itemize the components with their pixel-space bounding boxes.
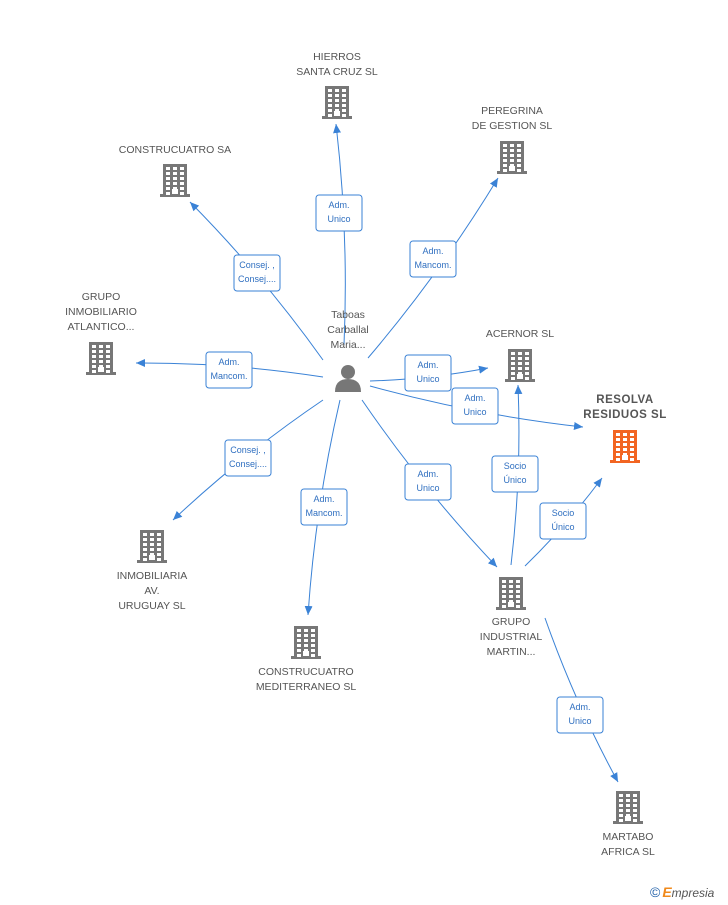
edge-label-person-to-construcuatro-med[interactable]: Adm. Mancom. (300, 488, 348, 526)
node-label-line: RESOLVA (596, 394, 653, 406)
node-label-line: Maria... (330, 339, 365, 351)
company-node-peregrina[interactable]: PEREGRINA DE GESTION SL (472, 105, 553, 174)
company-node-resolva[interactable]: RESOLVA RESIDUOS SL (583, 394, 666, 463)
company-label-resolva: RESOLVA RESIDUOS SL (583, 394, 666, 421)
building-icon (160, 164, 190, 197)
company-label-inmobiliaria-uruguay: INMOBILIARIA AV. URUGUAY SL (117, 570, 188, 612)
company-label-construcuatro-med: CONSTRUCUATRO MEDITERRANEO SL (256, 666, 357, 693)
edge-label-text: Unico (327, 214, 350, 224)
company-node-grupo-inmobiliario[interactable]: GRUPO INMOBILIARIO ATLANTICO... (65, 291, 137, 375)
company-label-grupo-industrial: GRUPO INDUSTRIAL MARTIN... (480, 616, 543, 658)
node-label-line: INMOBILIARIO (65, 306, 137, 318)
person-icon (335, 365, 361, 392)
edge-label-text: Adm. (328, 200, 349, 210)
node-label-line: SANTA CRUZ SL (296, 66, 378, 78)
company-label-grupo-inmobiliario: GRUPO INMOBILIARIO ATLANTICO... (65, 291, 137, 333)
node-label-line: MARTIN... (487, 646, 536, 658)
building-icon (497, 141, 527, 174)
edge-label-text: Unico (463, 407, 486, 417)
node-label-line: ATLANTICO... (68, 321, 135, 333)
company-node-acernor[interactable]: ACERNOR SL (486, 328, 554, 382)
edge-label-person-to-inmobiliaria-uruguay[interactable]: Consej. , Consej.... (224, 439, 272, 477)
node-label-line: GRUPO (492, 616, 531, 628)
edge-label-grupo-industrial-to-martabo[interactable]: Adm. Unico (556, 696, 604, 734)
company-node-construcuatro-med[interactable]: CONSTRUCUATRO MEDITERRANEO SL (256, 626, 357, 693)
edge-label-text: Consej. , (230, 445, 266, 455)
edge-label-text: Mancom. (414, 260, 451, 270)
edge-label-person-to-construcuatro-sa[interactable]: Consej. , Consej.... (233, 254, 281, 292)
node-label-line: AV. (144, 585, 159, 597)
node-label-line: MARTABO (603, 831, 654, 843)
edge-label-text: Mancom. (305, 508, 342, 518)
node-label-line: ACERNOR SL (486, 328, 554, 340)
copyright-icon: © (650, 884, 661, 900)
company-node-martabo[interactable]: MARTABO AFRICA SL (601, 791, 655, 858)
brand-initial: E (662, 884, 672, 900)
company-node-construcuatro-sa[interactable]: CONSTRUCUATRO SA (119, 144, 231, 197)
company-node-inmobiliaria-uruguay[interactable]: INMOBILIARIA AV. URUGUAY SL (117, 530, 188, 612)
node-label-line: PEREGRINA (481, 105, 543, 117)
person-label: TaboasCarballalMaria... (327, 309, 368, 351)
edge-label-text: Adm. (313, 494, 334, 504)
company-label-peregrina: PEREGRINA DE GESTION SL (472, 105, 553, 132)
node-label-line: MEDITERRANEO SL (256, 681, 357, 693)
edge-label-text: Socio (552, 508, 575, 518)
edge-person-to-hierros (333, 123, 346, 346)
building-icon (496, 577, 526, 610)
edge-label-person-to-grupo-industrial[interactable]: Adm. Unico (404, 463, 452, 501)
edge-label-text: Único (551, 522, 574, 532)
person-node[interactable]: TaboasCarballalMaria... (327, 309, 369, 392)
edge-label-person-to-acernor[interactable]: Adm. Unico (404, 354, 452, 392)
building-icon (291, 626, 321, 659)
edge-label-text: Mancom. (210, 371, 247, 381)
edge-label-person-to-grupo-inmobiliario[interactable]: Adm. Mancom. (205, 351, 253, 389)
node-label-line: GRUPO (82, 291, 121, 303)
edge-label-text: Unico (416, 374, 439, 384)
company-node-grupo-industrial[interactable]: GRUPO INDUSTRIAL MARTIN... (480, 577, 543, 658)
edge-label-text: Adm. (569, 702, 590, 712)
node-label-line: Carballal (327, 324, 368, 336)
edge-label-person-to-peregrina[interactable]: Adm. Mancom. (409, 240, 457, 278)
edge-label-text: Consej.... (238, 274, 276, 284)
node-label-line: INDUSTRIAL (480, 631, 543, 643)
building-icon (613, 791, 643, 824)
edge-label-text: Adm. (218, 357, 239, 367)
edge-label-text: Unico (568, 716, 591, 726)
building-icon (322, 86, 352, 119)
company-label-construcuatro-sa: CONSTRUCUATRO SA (119, 144, 231, 156)
edge-label-text: Adm. (422, 246, 443, 256)
node-label-line: Taboas (331, 309, 365, 321)
building-icon (86, 342, 116, 375)
node-label-line: CONSTRUCUATRO SA (119, 144, 231, 156)
edge-label-text: Consej.... (229, 459, 267, 469)
empresia-watermark: ©Empresia (650, 884, 714, 900)
edge-label-person-to-hierros[interactable]: Adm. Unico (315, 194, 363, 232)
building-icon (137, 530, 167, 563)
company-label-hierros: HIERROS SANTA CRUZ SL (296, 51, 378, 78)
node-label-line: RESIDUOS SL (583, 409, 666, 421)
node-label-line: URUGUAY SL (118, 600, 185, 612)
brand-name: mpresia (671, 886, 715, 900)
node-label-line: INMOBILIARIA (117, 570, 188, 582)
company-label-martabo: MARTABO AFRICA SL (601, 831, 655, 858)
edge-label-text: Adm. (464, 393, 485, 403)
edge-label-text: Adm. (417, 469, 438, 479)
node-label-line: HIERROS (313, 51, 361, 63)
node-label-line: DE GESTION SL (472, 120, 553, 132)
edge-label-text: Consej. , (239, 260, 275, 270)
edge-label-text: Socio (504, 461, 527, 471)
company-node-hierros[interactable]: HIERROS SANTA CRUZ SL (296, 51, 378, 119)
building-icon (505, 349, 535, 382)
edge-label-person-to-resolva[interactable]: Adm. Unico (451, 387, 499, 425)
company-label-acernor: ACERNOR SL (486, 328, 554, 340)
edge-label-text: Adm. (417, 360, 438, 370)
edge-label-text: Único (503, 475, 526, 485)
node-label-line: CONSTRUCUATRO (258, 666, 353, 678)
node-label-line: AFRICA SL (601, 846, 655, 858)
building-icon (610, 430, 640, 463)
edge-label-text: Unico (416, 483, 439, 493)
